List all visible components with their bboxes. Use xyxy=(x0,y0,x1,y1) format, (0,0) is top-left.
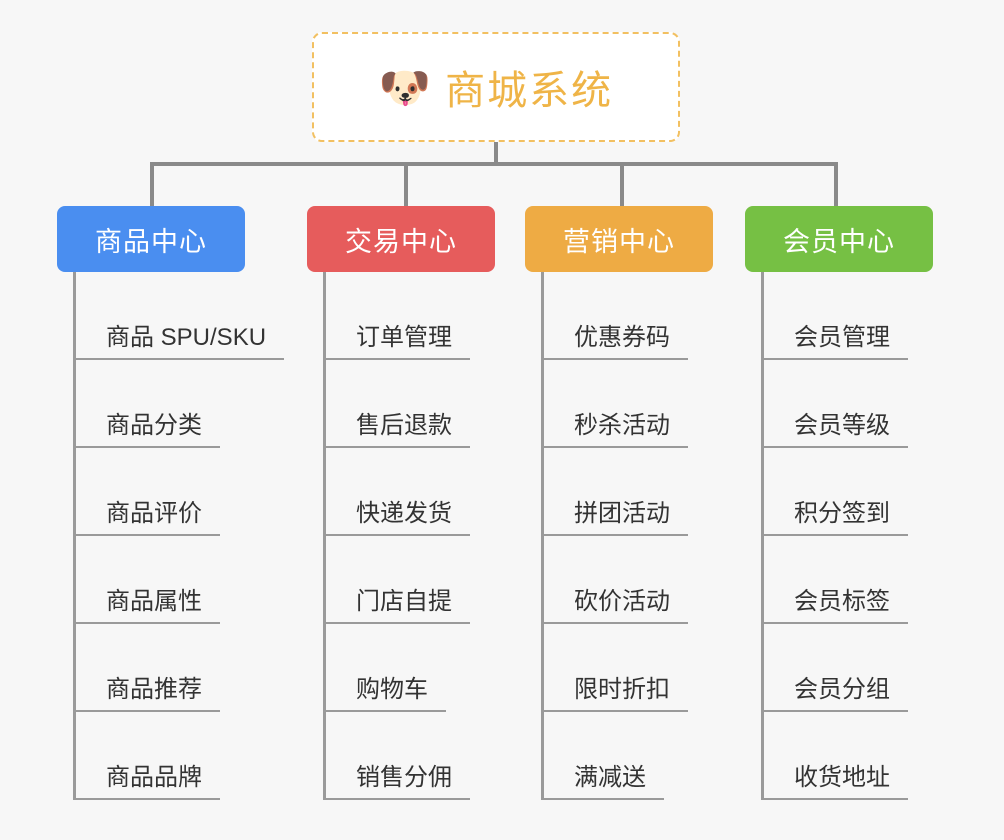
list-item-label: 售后退款 xyxy=(323,405,470,448)
list-item-label: 商品推荐 xyxy=(73,669,220,712)
branch-items-0: 商品 SPU/SKU 商品分类 商品评价 商品属性 商品推荐 商品品牌 xyxy=(73,272,319,800)
list-item-label: 会员管理 xyxy=(761,317,908,360)
root-title: 商城系统 xyxy=(445,69,614,113)
list-item-label: 拼团活动 xyxy=(541,493,688,536)
branch-items-1: 订单管理 售后退款 快递发货 门店自提 购物车 销售分佣 xyxy=(323,272,539,800)
list-item-label: 快递发货 xyxy=(323,493,470,536)
list-item[interactable]: 商品品牌 xyxy=(73,712,319,800)
connector-horizontal-bus xyxy=(150,162,838,166)
list-item-label: 满减送 xyxy=(541,757,664,800)
list-item[interactable]: 商品推荐 xyxy=(73,624,319,712)
list-item[interactable]: 购物车 xyxy=(323,624,539,712)
list-item-label: 会员分组 xyxy=(761,669,908,712)
list-item[interactable]: 砍价活动 xyxy=(541,536,757,624)
list-item[interactable]: 会员分组 xyxy=(761,624,977,712)
list-item[interactable]: 商品评价 xyxy=(73,448,319,536)
branch-header-3[interactable]: 会员中心 xyxy=(745,206,933,272)
branch-header-2[interactable]: 营销中心 xyxy=(525,206,713,272)
list-item-label: 会员等级 xyxy=(761,405,908,448)
list-item-label: 购物车 xyxy=(323,669,446,712)
list-item[interactable]: 门店自提 xyxy=(323,536,539,624)
list-item-label: 订单管理 xyxy=(323,317,470,360)
list-item-label: 商品分类 xyxy=(73,405,220,448)
list-item-label: 商品品牌 xyxy=(73,757,220,800)
branch-items-2: 优惠券码 秒杀活动 拼团活动 砍价活动 限时折扣 满减送 xyxy=(541,272,757,800)
list-item-label: 限时折扣 xyxy=(541,669,688,712)
connector-drop-3 xyxy=(834,162,838,206)
list-item[interactable]: 收货地址 xyxy=(761,712,977,800)
list-item[interactable]: 满减送 xyxy=(541,712,757,800)
branch-column-2: 营销中心 优惠券码 秒杀活动 拼团活动 砍价活动 限时折扣 满减送 xyxy=(525,206,757,800)
branch-column-3: 会员中心 会员管理 会员等级 积分签到 会员标签 会员分组 收货地址 xyxy=(745,206,977,800)
list-item[interactable]: 会员标签 xyxy=(761,536,977,624)
list-item[interactable]: 商品 SPU/SKU xyxy=(73,272,319,360)
connector-drop-2 xyxy=(620,162,624,206)
branch-header-0[interactable]: 商品中心 xyxy=(57,206,245,272)
list-item-label: 秒杀活动 xyxy=(541,405,688,448)
list-item[interactable]: 商品分类 xyxy=(73,360,319,448)
connector-root-stem xyxy=(494,142,498,164)
list-item-label: 砍价活动 xyxy=(541,581,688,624)
list-item-label: 销售分佣 xyxy=(323,757,470,800)
list-item[interactable]: 会员等级 xyxy=(761,360,977,448)
list-item-label: 商品评价 xyxy=(73,493,220,536)
branch-column-0: 商品中心 商品 SPU/SKU 商品分类 商品评价 商品属性 商品推荐 商品品牌 xyxy=(57,206,319,800)
list-item[interactable]: 积分签到 xyxy=(761,448,977,536)
list-item-label: 会员标签 xyxy=(761,581,908,624)
list-item-label: 积分签到 xyxy=(761,493,908,536)
list-item-label: 门店自提 xyxy=(323,581,470,624)
list-item[interactable]: 订单管理 xyxy=(323,272,539,360)
list-item[interactable]: 商品属性 xyxy=(73,536,319,624)
list-item-label: 商品属性 xyxy=(73,581,220,624)
branch-column-1: 交易中心 订单管理 售后退款 快递发货 门店自提 购物车 销售分佣 xyxy=(307,206,539,800)
list-item-label: 商品 SPU/SKU xyxy=(73,317,285,360)
list-item[interactable]: 秒杀活动 xyxy=(541,360,757,448)
branch-items-3: 会员管理 会员等级 积分签到 会员标签 会员分组 收货地址 xyxy=(761,272,977,800)
list-item[interactable]: 售后退款 xyxy=(323,360,539,448)
dog-face-icon: 🐶 xyxy=(378,63,432,112)
connector-drop-0 xyxy=(150,162,154,206)
list-item[interactable]: 拼团活动 xyxy=(541,448,757,536)
list-item-label: 收货地址 xyxy=(761,757,908,800)
list-item[interactable]: 限时折扣 xyxy=(541,624,757,712)
branch-header-1[interactable]: 交易中心 xyxy=(307,206,495,272)
list-item-label: 优惠券码 xyxy=(541,317,688,360)
list-item[interactable]: 销售分佣 xyxy=(323,712,539,800)
connector-drop-1 xyxy=(404,162,408,206)
list-item[interactable]: 快递发货 xyxy=(323,448,539,536)
root-node[interactable]: 🐶 商城系统 xyxy=(312,32,680,142)
list-item[interactable]: 会员管理 xyxy=(761,272,977,360)
list-item[interactable]: 优惠券码 xyxy=(541,272,757,360)
